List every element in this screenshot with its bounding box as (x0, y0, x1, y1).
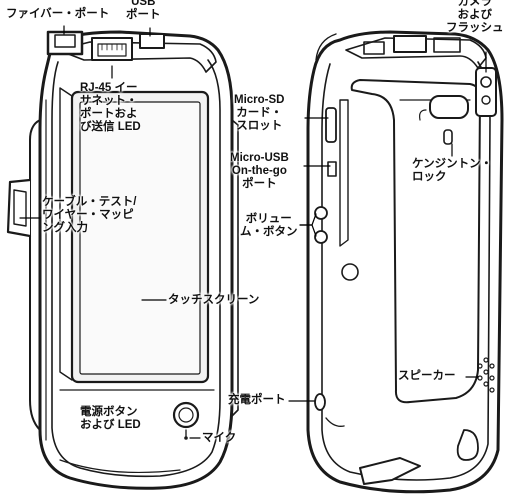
label-cable-test-input: ケーブル・テスト/ ワイヤー・マッピ ング入力 (42, 196, 137, 234)
label-microphone: マイク (202, 432, 237, 444)
label-speaker: スピーカー (398, 370, 456, 382)
label-fiber-port: ファイバー・ポート (6, 8, 110, 20)
back-device (306, 30, 504, 494)
label-camera-flash: カメラ および フラッシュ (446, 0, 504, 34)
label-micro-sd-slot: Micro-SD カード・ スロット (234, 94, 285, 132)
label-kensington-lock: ケンジントン・ ロック (412, 158, 493, 183)
label-power-button: 電源ボタン および LED (80, 406, 141, 431)
front-device (6, 30, 239, 490)
label-charge-port: 充電ポート (228, 394, 286, 406)
label-volume-buttons: ボリュー ム・ボタン (240, 213, 298, 238)
label-usb-port: USB ポート (126, 0, 161, 21)
callout-lines (19, 25, 487, 439)
label-touchscreen: タッチスクリーン (168, 294, 260, 306)
label-rj45-port: RJ-45 イー サネット・ ポートおよ び送信 LED (80, 82, 141, 133)
label-micro-usb-port: Micro-USB On-the-go ポート (230, 152, 289, 190)
